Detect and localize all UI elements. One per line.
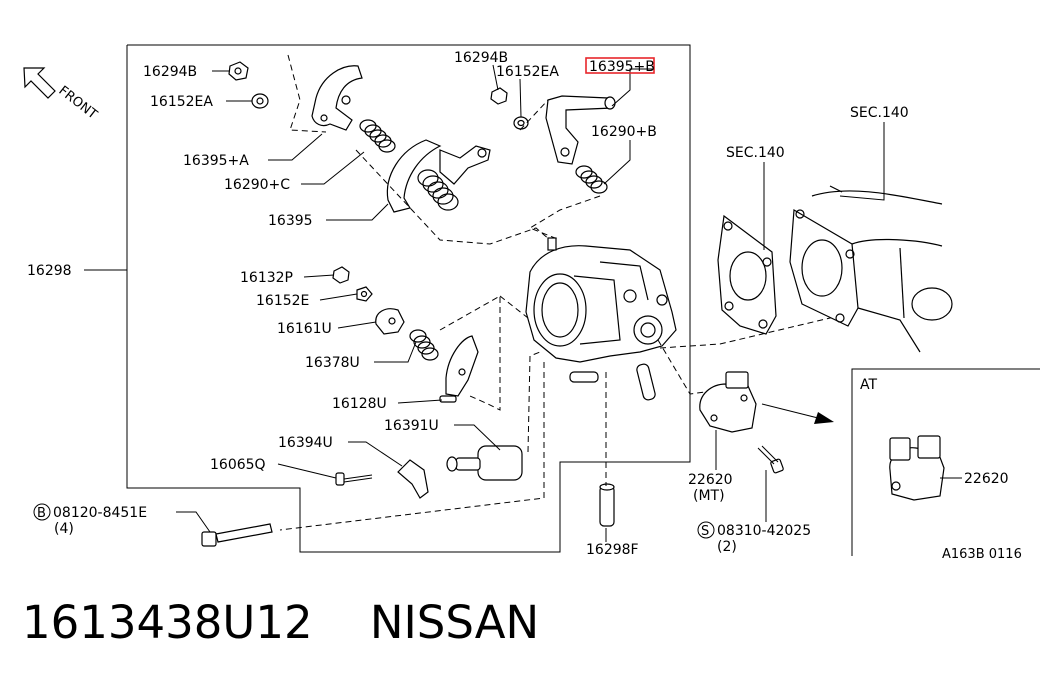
label-diagram-code: A163B 0116: [942, 547, 1022, 562]
nut-16294b-top: [490, 87, 508, 105]
caption-brand: NISSAN: [369, 596, 540, 649]
label-at: AT: [860, 377, 877, 393]
label-22620-at: 22620: [964, 471, 1009, 487]
gasket: [717, 214, 777, 335]
label-16152ea-left: 16152EA: [150, 94, 213, 110]
label-16391u: 16391U: [384, 418, 439, 434]
label-16152ea-top: 16152EA: [496, 64, 559, 80]
circled-b-icon: B: [33, 503, 51, 521]
pin-16298f: [599, 483, 615, 527]
label-16298: 16298: [27, 263, 72, 279]
label-16152e: 16152E: [256, 293, 309, 309]
nut-16294b: [228, 61, 249, 81]
screw-16065q: [335, 472, 373, 486]
label-22620-mt: 22620: [688, 472, 733, 488]
intake-chamber: [789, 185, 953, 353]
bracket-16394u: [397, 459, 429, 499]
highlight-box: [585, 57, 655, 74]
label-16132p: 16132P: [240, 270, 293, 286]
label-16395b: 16395+B: [589, 59, 655, 75]
caption-part-number: 1613438U12: [22, 596, 313, 649]
label-16378u: 16378U: [305, 355, 360, 371]
label-16290c: 16290+C: [224, 177, 290, 193]
label-16290b: 16290+B: [591, 124, 657, 140]
washer-16152ea-top: [513, 116, 529, 130]
solenoid-16391u: [446, 445, 523, 481]
throttle-sector-16395: [386, 139, 442, 213]
label-sec140-right: SEC.140: [850, 105, 909, 121]
lever-16128u: [445, 335, 479, 397]
return-spring: [417, 169, 459, 211]
nut-16132p: [332, 266, 350, 284]
label-08310-qty: (2): [717, 539, 737, 555]
label-16161u: 16161U: [277, 321, 332, 337]
label-08310: 08310-42025: [717, 523, 811, 539]
assembly-boundary: [126, 44, 691, 553]
spring-16290c: [359, 119, 396, 153]
screw-08310: [757, 445, 784, 474]
washer-16152ea: [251, 93, 269, 109]
part-caption: 1613438U12 NISSAN: [22, 596, 539, 649]
lever-16395b: [545, 95, 613, 165]
label-16395: 16395: [268, 213, 313, 229]
label-08120-qty: (4): [54, 521, 74, 537]
label-16298f: 16298F: [586, 542, 639, 558]
label-16294b-left: 16294B: [143, 64, 197, 80]
label-sec140-left: SEC.140: [726, 145, 785, 161]
spring-16290b: [575, 165, 608, 194]
svg-text:B: B: [37, 506, 46, 521]
label-16294b-top: 16294B: [454, 50, 508, 66]
circled-s-icon: S: [697, 521, 715, 539]
label-16128u: 16128U: [332, 396, 387, 412]
plate-16161u: [375, 308, 405, 335]
label-16065q: 16065Q: [210, 457, 266, 473]
front-arrow-icon: [23, 67, 56, 99]
throttle-body: [525, 237, 677, 401]
throttle-cam-16395a: [311, 65, 363, 131]
throttle-position-sensor-mt: [699, 371, 757, 433]
washer-16152e: [356, 286, 373, 302]
label-16395a: 16395+A: [183, 153, 249, 169]
at-inset-box: [851, 368, 1040, 556]
label-16394u: 16394U: [278, 435, 333, 451]
throttle-position-sensor-at: [889, 435, 945, 501]
label-08120: 08120-8451E: [53, 505, 147, 521]
front-label: FRONT: [56, 83, 100, 122]
bolt-08120: [201, 523, 273, 547]
svg-text:S: S: [701, 524, 709, 539]
label-mt: (MT): [693, 488, 725, 504]
spring-16378u: [409, 329, 439, 361]
